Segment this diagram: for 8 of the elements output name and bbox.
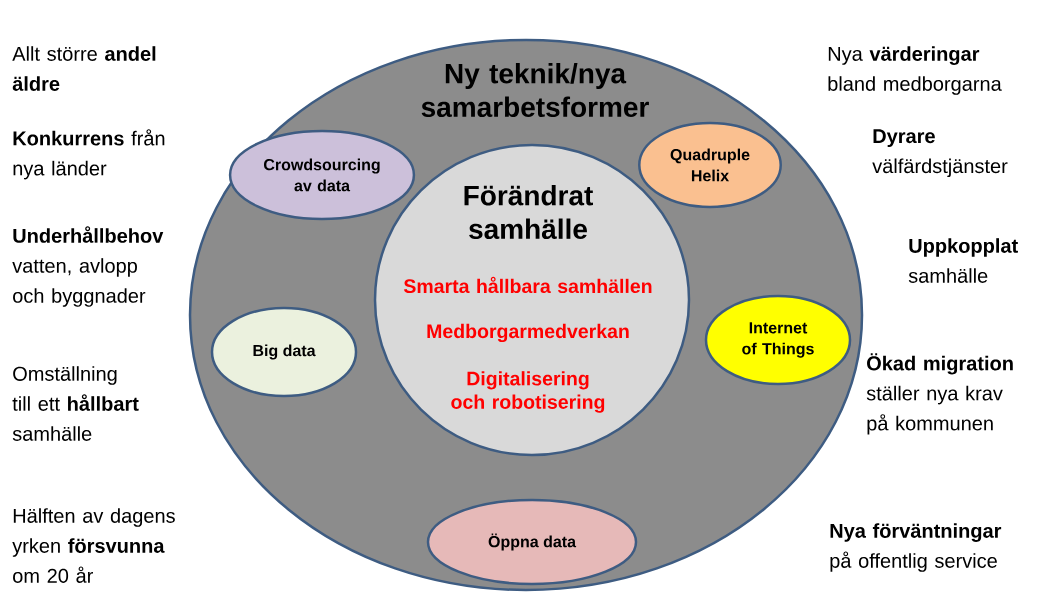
- side-note: Konkurrens från nya länder: [13, 129, 165, 180]
- side-note: Underhållbehov vatten, avlopp och byggnader: [12, 226, 164, 307]
- side-note: Hälften av dagens yrken försvunna om 20 år: [12, 508, 175, 583]
- side-note: Allt större andel äldre: [12, 46, 156, 91]
- side-note: Dyrare välfärdstjänster: [872, 129, 1008, 178]
- side-note: Ökad migration ställer nya krav på kommunen: [866, 353, 1013, 435]
- side-note: Omställning till ett hållbart samhälle: [12, 366, 139, 441]
- side-note: Uppkopplat samhälle: [908, 238, 1018, 283]
